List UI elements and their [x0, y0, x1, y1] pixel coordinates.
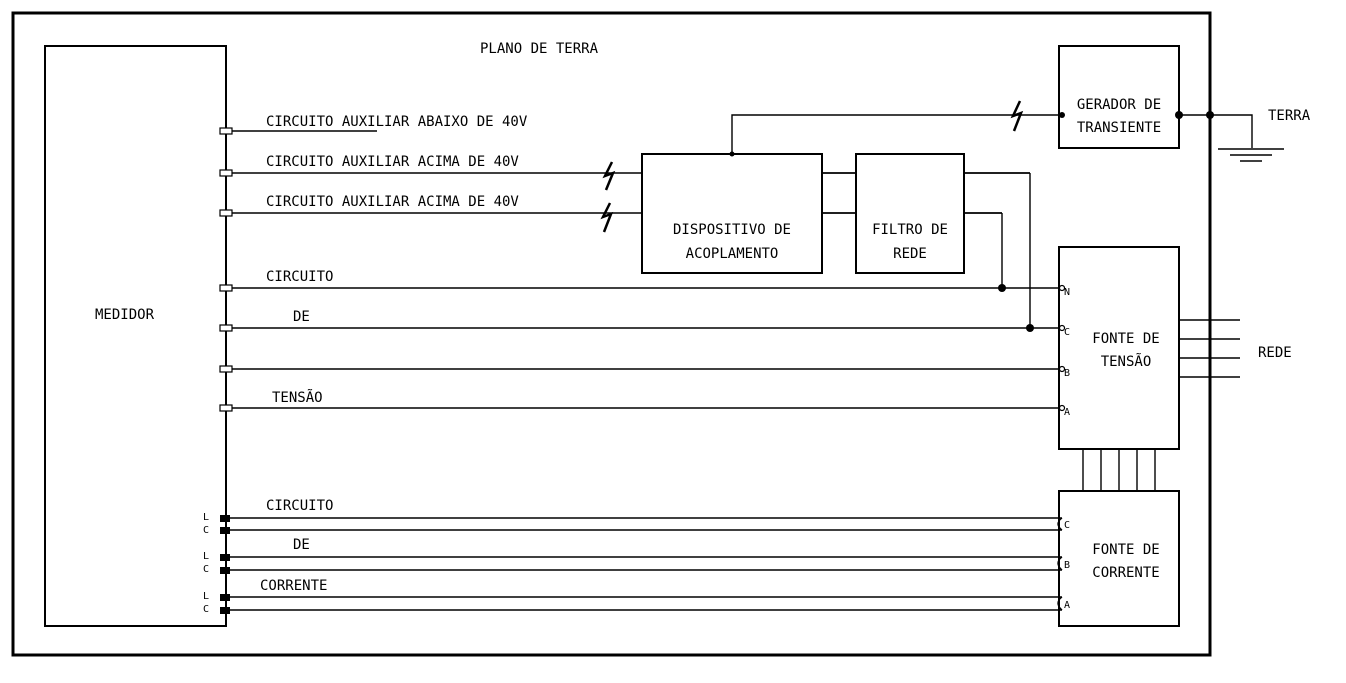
network-label: REDE [1258, 345, 1292, 361]
coupling-device-line-1: DISPOSITIVO DE [673, 222, 791, 238]
coupling-tap-dot [729, 151, 735, 157]
generator-input-dot [1059, 112, 1065, 118]
meter-terminal-letter-3: L [203, 551, 209, 562]
coupling-to-generator-wire [731, 114, 1062, 154]
aux-below-label: CIRCUITO AUXILIAR ABAIXO DE 40V [266, 114, 528, 130]
voltage-source-terminals [1058, 284, 1066, 412]
meter-voltage-terminals [219, 127, 233, 412]
ground-plane-label: PLANO DE TERRA [480, 41, 599, 57]
network-lines [1179, 319, 1240, 378]
current-circuit-wires [226, 517, 1062, 611]
aux-above-label-2: CIRCUITO AUXILIAR ACIMA DE 40V [266, 194, 519, 210]
coupling-device-line-2: ACOPLAMENTO [686, 246, 779, 262]
coupling-device-box [641, 153, 823, 274]
current-circuit-word-2: DE [293, 537, 310, 553]
voltage-source-box [1058, 246, 1180, 450]
current-circuit-word-1: CIRCUITO [266, 498, 333, 514]
meter-terminal-letter-4: C [203, 564, 209, 575]
voltage-circuit-word-2: DE [293, 309, 310, 325]
earth-symbol-icon [1218, 148, 1284, 162]
ground-plane-border [11, 11, 1212, 657]
voltage-terminal-c: C [1064, 327, 1070, 338]
current-terminal-b: B [1064, 560, 1070, 571]
voltage-source-line-2: TENSÃO [1101, 353, 1152, 370]
generator-output-dot [1175, 111, 1183, 119]
meter-current-terminals [220, 515, 230, 614]
voltage-circuit-word-3: TENSÃO [272, 389, 323, 406]
current-source-terminal-loops [1057, 517, 1063, 611]
transient-generator-line-1: GERADOR DE [1077, 97, 1161, 113]
earth-junction-dot [1206, 111, 1214, 119]
network-filter-box [855, 153, 965, 274]
earth-label: TERRA [1268, 108, 1311, 124]
surge-icon-2 [602, 161, 616, 191]
network-filter-line-1: FILTRO DE [872, 222, 948, 238]
transient-generator-box [1058, 45, 1180, 149]
meter-terminal-letter-2: C [203, 525, 209, 536]
junction-dot-n [998, 284, 1006, 292]
meter-box [44, 45, 227, 627]
current-terminal-a: A [1064, 600, 1070, 611]
junction-dot-c [1026, 324, 1034, 332]
source-link-lines [1082, 449, 1156, 491]
voltage-terminal-a: A [1064, 407, 1070, 418]
surge-icon-3 [600, 202, 614, 233]
aux-above-label-1: CIRCUITO AUXILIAR ACIMA DE 40V [266, 154, 519, 170]
voltage-terminal-b: B [1064, 368, 1070, 379]
transient-generator-line-2: TRANSIENTE [1077, 120, 1161, 136]
voltage-terminal-n: N [1064, 287, 1070, 298]
meter-terminal-letter-1: L [203, 512, 209, 523]
earth-wire [1179, 114, 1253, 148]
meter-terminal-letter-5: L [203, 591, 209, 602]
voltage-source-line-1: FONTE DE [1092, 331, 1159, 347]
meter-label: MEDIDOR [95, 307, 155, 323]
current-source-line-2: CORRENTE [1092, 565, 1159, 581]
current-source-box [1058, 490, 1180, 627]
network-filter-line-2: REDE [893, 246, 927, 262]
voltage-circuit-word-1: CIRCUITO [266, 269, 333, 285]
meter-terminal-letter-6: C [203, 604, 209, 615]
current-terminal-c: C [1064, 520, 1070, 531]
surge-icon-1 [1010, 100, 1024, 132]
current-source-line-1: FONTE DE [1092, 542, 1159, 558]
current-circuit-word-3: CORRENTE [260, 578, 327, 594]
